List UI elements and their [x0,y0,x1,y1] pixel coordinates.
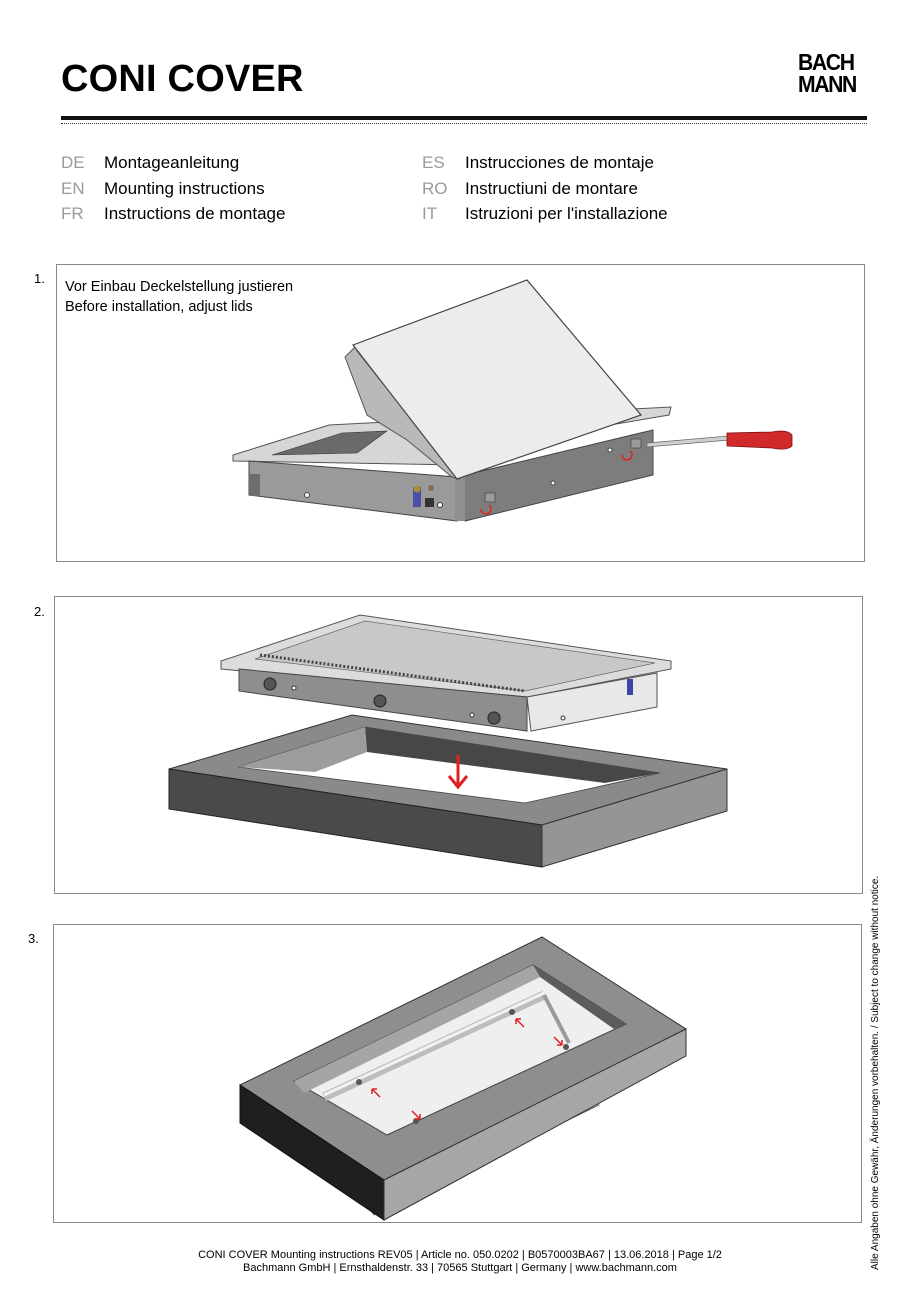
fasten-brackets-illustration [238,936,688,1221]
language-row-de: DE Montageanleitung [61,150,285,176]
logo-line-1: BACH [798,49,855,75]
bachmann-logo: BACH MANN [798,49,857,97]
footer-line-1: CONI COVER Mounting instructions REV05 |… [198,1249,722,1261]
disclaimer-vertical: Alle Angaben ohne Gewähr, Änderungen vor… [870,875,881,1270]
step-2-number: 2. [34,604,45,619]
language-label: Instrucciones de montaje [465,153,654,172]
lid-adjustment-illustration [232,279,793,522]
step-3-panel [53,924,862,1223]
language-row-fr: FR Instructions de montage [61,201,285,227]
step-1-panel: Vor Einbau Deckelstellung justieren Befo… [56,264,865,562]
language-label: Instructiuni de montare [465,178,638,198]
step-2-panel [54,596,863,894]
language-row-es: ES Instrucciones de montaje [422,150,668,176]
language-code: IT [422,204,438,223]
header-rule [61,116,867,120]
footer-line-2: Bachmann GmbH | Ernsthaldenstr. 33 | 705… [243,1261,677,1274]
step-1-text-de: Vor Einbau Deckelstellung justieren [65,279,294,295]
language-label: Instructions de montage [104,204,286,223]
language-label: Montageanleitung [104,153,240,172]
language-list-left: DE Montageanleitung EN Mounting instruct… [61,150,285,227]
language-code: EN [61,178,85,198]
step-1-text-en: Before installation, adjust lids [65,299,253,315]
language-list-right: ES Instrucciones de montaje RO Instructi… [422,150,668,227]
step-3-number: 3. [28,931,39,946]
header-dotted-rule [61,123,867,124]
step-1-number: 1. [34,271,45,286]
logo-line-2: MANN [798,71,857,97]
language-label: Istruzioni per l'installazione [465,204,668,223]
language-row-it: IT Istruzioni per l'installazione [422,201,668,227]
document-title: CONI COVER [61,58,304,100]
language-row-ro: RO Instructiuni de montare [422,176,668,202]
language-code: RO [422,178,448,198]
language-code: FR [61,204,84,223]
language-row-en: EN Mounting instructions [61,176,285,202]
insert-unit-illustration [168,614,728,868]
step-1-caption: Vor Einbau Deckelstellung justieren Befo… [65,277,293,317]
language-code: DE [61,153,85,172]
page-footer: CONI COVER Mounting instructions REV05 |… [0,1249,920,1274]
language-label: Mounting instructions [104,178,265,198]
language-code: ES [422,153,445,172]
